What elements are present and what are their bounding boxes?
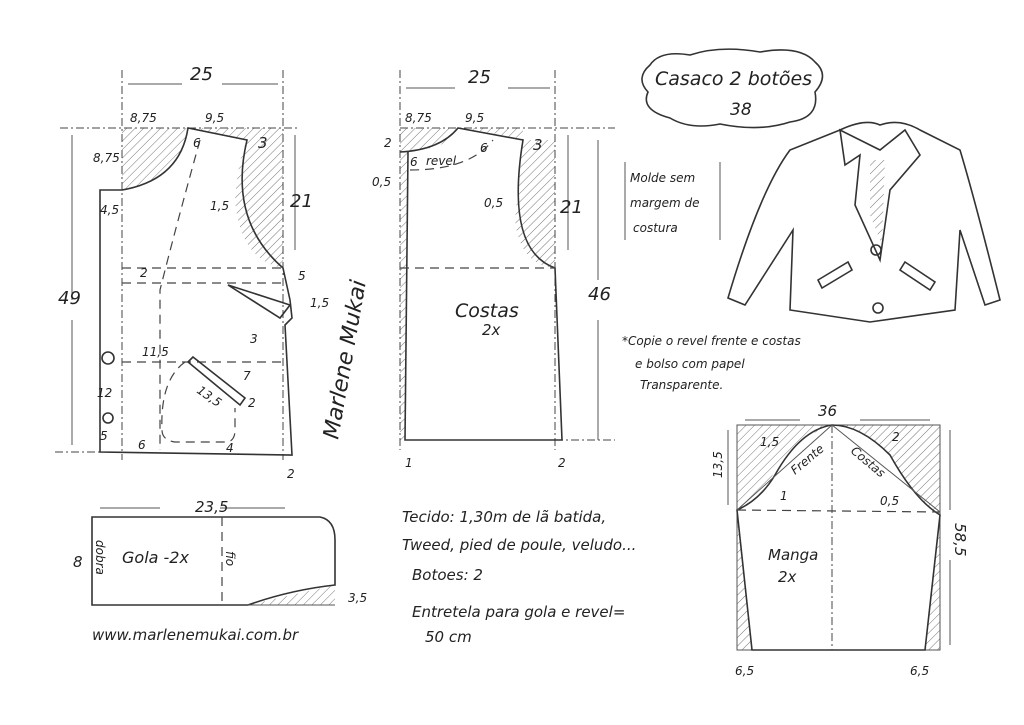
dim-shoulder-drop: 3 <box>533 136 543 154</box>
dim-cap-height: 13,5 <box>711 451 725 478</box>
piece-label: Gola -2x <box>122 548 189 567</box>
materials-line: Entretela para gola e revel= <box>412 603 625 621</box>
grain-label: fio <box>223 551 237 566</box>
seam-note: Molde sem margem de costura <box>624 162 721 240</box>
front-piece: 25 8,75 9,5 8,75 4,5 3 6 1,5 21 49 2 5 1… <box>55 64 372 481</box>
dim-hem-left: 6,5 <box>735 664 754 678</box>
note-line: *Copie o revel frente e costas <box>622 334 801 348</box>
title-cloud: Casaco 2 botões 38 <box>641 48 824 129</box>
dim-revel-6b: 6 <box>480 141 488 155</box>
note-line: costura <box>633 221 678 235</box>
dim-side-5: 5 <box>298 269 306 283</box>
note-line: margem de <box>630 196 699 210</box>
dim-armhole-height: 21 <box>560 197 583 218</box>
piece-qty: 2x <box>482 321 501 339</box>
dim-pocket-7: 7 <box>243 369 251 383</box>
dim-neck-width: 8,75 <box>130 111 157 125</box>
dim-width: 36 <box>818 402 837 420</box>
dim-armhole: 0,5 <box>484 196 503 210</box>
dim-hem-2: 2 <box>287 467 295 481</box>
sleeve-back-label: Costas <box>848 444 888 481</box>
dim-neck-height: 8,75 <box>93 151 120 165</box>
dim-dart-gap: 2 <box>140 266 148 280</box>
dim-height: 8 <box>73 553 83 571</box>
dim-pocket-x: 11,5 <box>142 345 169 359</box>
dim-back-2: 2 <box>892 430 900 444</box>
dim-pocket-length: 13,5 <box>194 383 224 410</box>
dim-width: 25 <box>190 64 213 85</box>
dim-button-5: 5 <box>100 429 108 443</box>
dim-neck-width: 8,75 <box>405 111 432 125</box>
dim-side-15: 1,5 <box>310 296 329 310</box>
materials-line: Tweed, pied de poule, veludo... <box>402 536 636 554</box>
materials-line: Tecido: 1,30m de lã batida, <box>402 508 606 526</box>
materials-line: 50 cm <box>425 628 472 646</box>
back-piece: 25 8,75 9,5 2 3 revel 6 6 0,5 0,5 21 46 … <box>372 67 615 470</box>
dim-front-1: 1 <box>780 489 788 503</box>
dim-dart-3: 3 <box>250 332 258 346</box>
jacket-illustration <box>727 121 1001 323</box>
dim-hem-6: 6 <box>138 438 146 452</box>
dim-shoulder-width: 9,5 <box>465 111 484 125</box>
dim-cb-05: 0,5 <box>372 175 391 189</box>
piece-label: Costas <box>455 300 519 322</box>
note-line: Transparente. <box>640 378 723 392</box>
dim-button-12: 12 <box>97 386 112 400</box>
dim-length: 58,5 <box>951 523 969 556</box>
dim-armhole: 1,5 <box>210 199 229 213</box>
dim-tip: 3,5 <box>348 591 367 605</box>
dim-shoulder-drop: 3 <box>258 134 268 152</box>
dim-front-15: 1,5 <box>760 435 779 449</box>
piece-label: Manga <box>768 546 818 564</box>
dim-hem-4: 4 <box>226 441 234 455</box>
dim-total-height: 49 <box>58 288 81 309</box>
dim-revel-6: 6 <box>410 155 418 169</box>
dim-shoulder-width: 9,5 <box>205 111 224 125</box>
dim-hem-right: 6,5 <box>910 664 929 678</box>
copy-note: *Copie o revel frente e costas e bolso c… <box>622 334 801 392</box>
dim-pocket-2: 2 <box>248 396 256 410</box>
revel-label: revel <box>426 154 457 168</box>
dim-dart: 6 <box>193 136 201 150</box>
dim-hem-1: 1 <box>405 456 413 470</box>
sleeve-piece: 36 13,5 58,5 Frente Costas 1,5 1 2 0,5 M… <box>711 402 969 678</box>
button-marker <box>102 412 114 424</box>
website-url: www.marlenemukai.com.br <box>92 626 299 644</box>
dim-back-05: 0,5 <box>880 494 899 508</box>
dim-neck-height: 2 <box>384 136 392 150</box>
button-marker <box>101 351 115 365</box>
dim-width: 25 <box>468 67 491 88</box>
dim-extension: 4,5 <box>100 203 119 217</box>
pattern-title: Casaco 2 botões <box>655 68 812 90</box>
note-line: Molde sem <box>630 171 695 185</box>
collar-piece: 23,5 8 dobra fio Gola -2x 3,5 <box>73 498 367 606</box>
piece-qty: 2x <box>778 568 797 586</box>
pattern-size: 38 <box>730 100 752 120</box>
dim-armhole-height: 21 <box>290 191 313 212</box>
dim-total-height: 46 <box>588 284 611 305</box>
fold-label: dobra <box>93 540 107 575</box>
materials-notes: Tecido: 1,30m de lã batida, Tweed, pied … <box>402 508 636 646</box>
note-line: e bolso com papel <box>635 357 745 371</box>
dim-hem-2: 2 <box>558 456 566 470</box>
dim-width: 23,5 <box>195 498 228 516</box>
materials-line: Botoes: 2 <box>412 566 483 584</box>
